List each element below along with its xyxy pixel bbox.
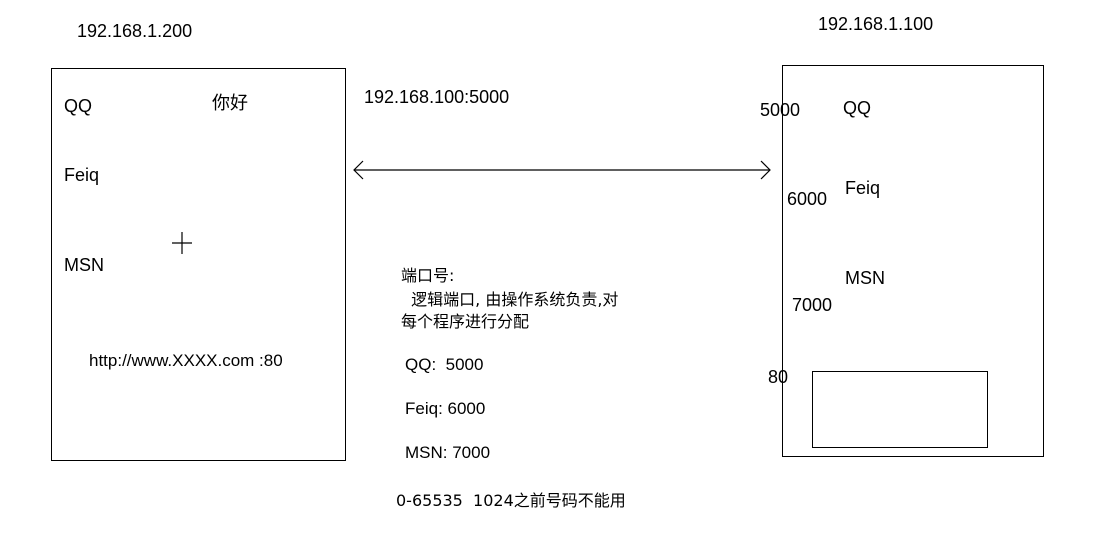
- right-host-box: [782, 65, 1044, 457]
- right-app-qq: QQ: [843, 98, 872, 118]
- left-app-msn: MSN: [64, 255, 104, 275]
- connection-target: 192.168.100:5000: [364, 87, 510, 107]
- left-greeting: 你好: [212, 93, 248, 114]
- notes-footer: 0-65535 1024之前号码不能用: [396, 491, 626, 510]
- notes-line-1: 逻辑端口, 由操作系统负责,对: [401, 290, 619, 309]
- notes-port-feiq: Feiq: 6000: [405, 399, 486, 418]
- right-port-5000: 5000: [760, 100, 801, 120]
- left-url: http://www.XXXX.com :80: [89, 351, 283, 370]
- right-port-6000: 6000: [787, 189, 828, 209]
- notes-heading: 端口号:: [401, 266, 455, 285]
- left-app-feiq: Feiq: [64, 165, 100, 185]
- notes-port-msn: MSN: 7000: [405, 443, 491, 462]
- right-app-feiq: Feiq: [845, 178, 881, 198]
- double-arrow: [353, 160, 771, 180]
- right-app-msn: MSN: [845, 268, 885, 288]
- notes-line-2: 每个程序进行分配: [401, 312, 530, 331]
- left-host-ip: 192.168.1.200: [77, 21, 193, 41]
- left-app-qq: QQ: [64, 96, 93, 116]
- left-host-box: [51, 68, 346, 461]
- notes-port-qq: QQ: 5000: [405, 355, 484, 374]
- crosshair-cursor-icon: [172, 232, 192, 254]
- right-port-7000: 7000: [792, 295, 833, 315]
- right-port-80: 80: [768, 367, 789, 387]
- web-server-box: [812, 371, 988, 448]
- right-host-ip: 192.168.1.100: [818, 14, 934, 34]
